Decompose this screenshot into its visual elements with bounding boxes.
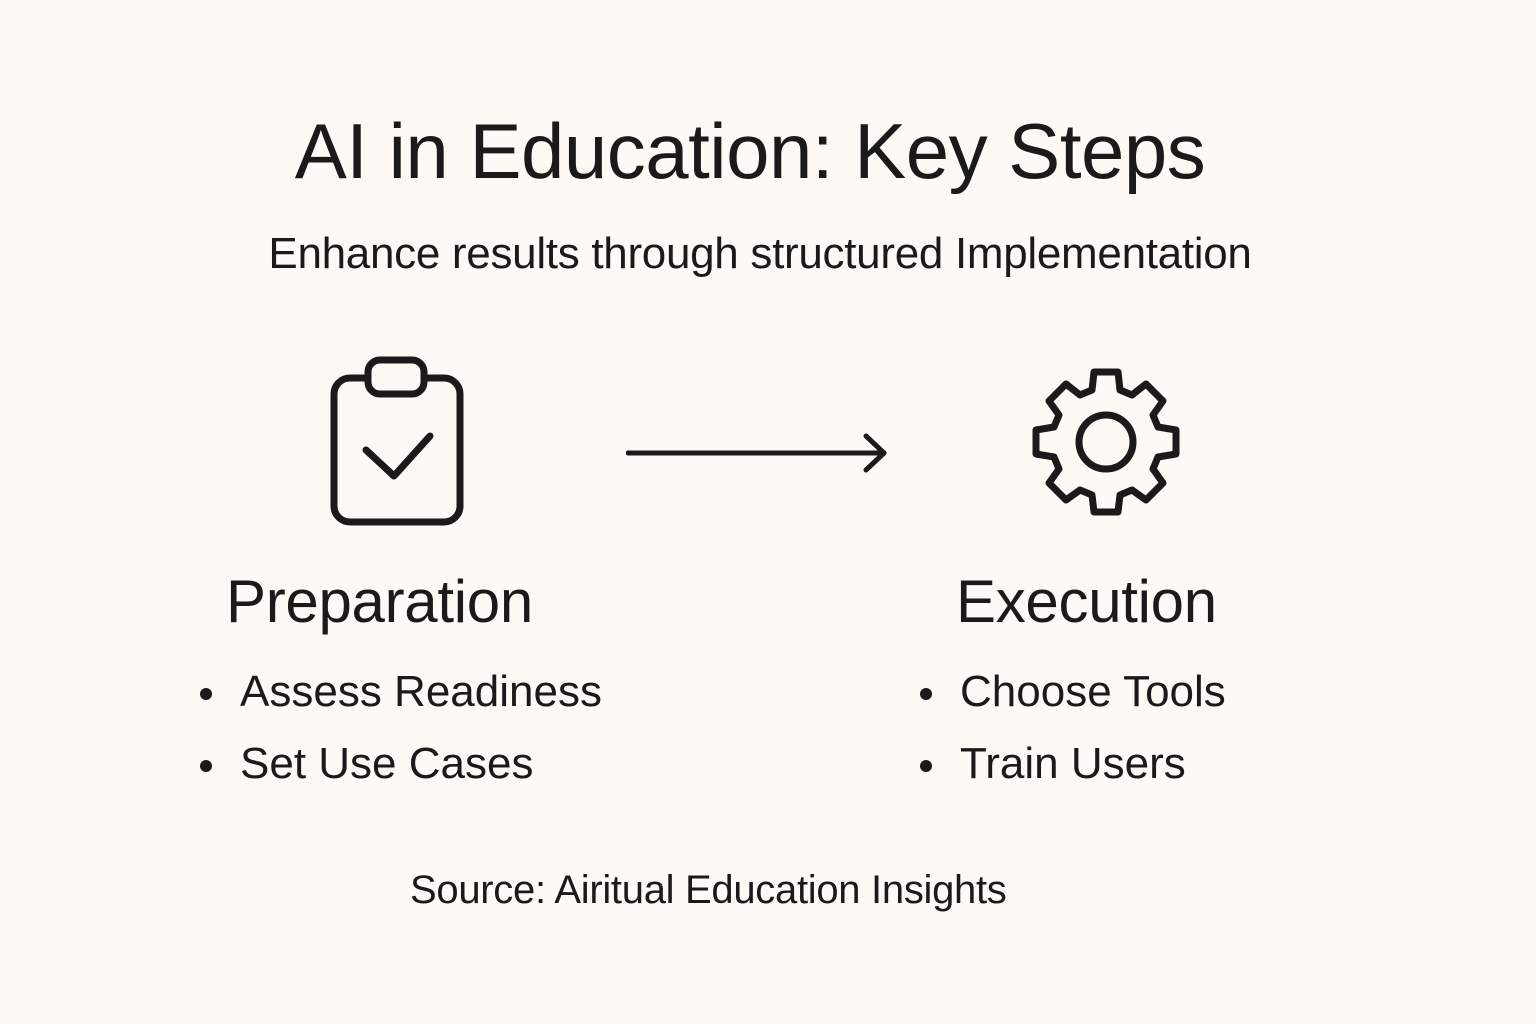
page-subtitle: Enhance results through structured Imple… xyxy=(268,229,1252,278)
gear-icon xyxy=(1020,356,1192,528)
bullet-text: Choose Tools xyxy=(960,667,1226,716)
bullet-text: Set Use Cases xyxy=(240,739,534,788)
list-item: Assess Readiness xyxy=(200,670,602,742)
step-title-execution: Execution xyxy=(956,568,1217,635)
preparation-bullet-list: Assess Readiness Set Use Cases xyxy=(200,670,602,814)
clipboard-check-icon xyxy=(326,352,468,530)
list-item: Choose Tools xyxy=(920,670,1226,742)
bullet-icon xyxy=(920,760,932,772)
bullet-icon xyxy=(200,760,212,772)
list-item: Train Users xyxy=(920,742,1226,814)
execution-bullet-list: Choose Tools Train Users xyxy=(920,670,1226,814)
list-item: Set Use Cases xyxy=(200,742,602,814)
bullet-text: Train Users xyxy=(960,739,1186,788)
bullet-text: Assess Readiness xyxy=(240,667,602,716)
arrow-right-icon xyxy=(625,432,892,481)
bullet-icon xyxy=(920,688,932,700)
step-title-preparation: Preparation xyxy=(226,568,533,635)
source-caption: Source: Airitual Education Insights xyxy=(410,868,1007,912)
page-title: AI in Education: Key Steps xyxy=(294,107,1206,195)
bullet-icon xyxy=(200,688,212,700)
